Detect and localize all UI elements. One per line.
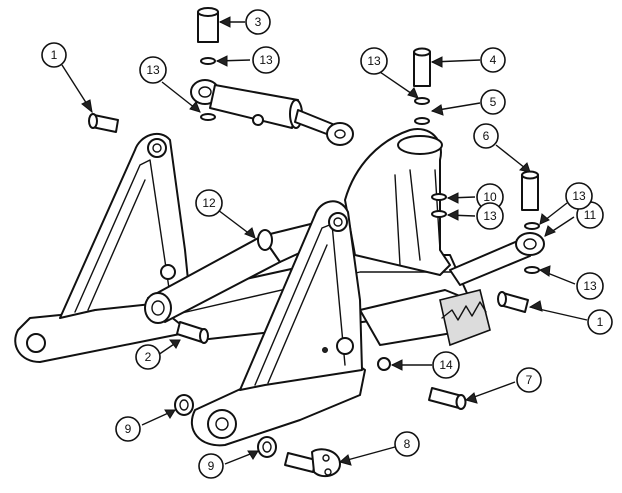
svg-text:1: 1 — [597, 315, 604, 329]
callout-4: 4 — [480, 47, 506, 73]
callout-13-pin6: 13 — [565, 182, 593, 210]
svg-text:13: 13 — [259, 53, 273, 67]
svg-text:8: 8 — [404, 437, 411, 451]
callout-7: 7 — [516, 367, 542, 393]
right-arm-pivot-hole — [207, 409, 237, 439]
main-mast — [344, 128, 451, 276]
svg-text:14: 14 — [439, 358, 453, 372]
pin-2 — [176, 321, 209, 344]
callout-10: 10 — [476, 183, 504, 211]
left-swing-arm — [14, 132, 201, 363]
pin-3 — [197, 7, 219, 43]
callout-5: 5 — [480, 89, 506, 115]
callout-14: 14 — [432, 351, 460, 379]
callout-8: 8 — [394, 431, 420, 457]
callout-13-mast: 13 — [476, 202, 504, 230]
svg-text:12: 12 — [202, 196, 216, 210]
callout-9-upper: 9 — [115, 416, 141, 442]
right-swing-arm — [190, 200, 366, 447]
callout-2: 2 — [135, 344, 161, 370]
top-hydraulic-cylinder — [190, 79, 354, 146]
pin-1-upper — [88, 113, 119, 133]
svg-text:9: 9 — [208, 459, 215, 473]
pin-8 — [284, 448, 341, 478]
callout-1-upper: 1 — [41, 42, 67, 68]
callout-13-pin4: 13 — [360, 47, 388, 75]
pin-4 — [413, 47, 431, 87]
bushings — [174, 57, 540, 458]
callout-9-lower: 9 — [198, 453, 224, 479]
left-arm-upper-hole — [147, 138, 167, 158]
svg-text:4: 4 — [490, 53, 497, 67]
svg-text:13: 13 — [572, 189, 586, 203]
svg-text:10: 10 — [483, 190, 497, 204]
callout-3: 3 — [245, 9, 271, 35]
svg-text:13: 13 — [483, 209, 497, 223]
svg-text:3: 3 — [255, 15, 262, 29]
svg-text:9: 9 — [125, 422, 132, 436]
pin-7 — [428, 387, 467, 410]
svg-text:13: 13 — [146, 63, 160, 77]
callout-12: 12 — [195, 189, 223, 217]
pin-6 — [521, 170, 539, 211]
foot-plate — [439, 289, 491, 347]
pin-1-right — [497, 291, 529, 313]
svg-text:11: 11 — [584, 208, 597, 222]
svg-text:7: 7 — [526, 373, 533, 387]
svg-text:13: 13 — [367, 54, 381, 68]
callout-13-cylinder: 13 — [139, 56, 167, 84]
arrowheads — [81, 16, 556, 466]
svg-text:13: 13 — [583, 279, 597, 293]
rod-end-link — [449, 232, 545, 286]
svg-text:2: 2 — [145, 350, 152, 364]
left-arm-pivot-hole — [26, 333, 46, 353]
svg-text:1: 1 — [51, 48, 58, 62]
svg-text:5: 5 — [490, 95, 497, 109]
callout-1-right: 1 — [587, 309, 613, 335]
callout-6: 6 — [473, 123, 499, 149]
callout-13-link: 13 — [576, 272, 604, 300]
callout-13-pin3: 13 — [252, 46, 280, 74]
svg-text:6: 6 — [483, 129, 490, 143]
